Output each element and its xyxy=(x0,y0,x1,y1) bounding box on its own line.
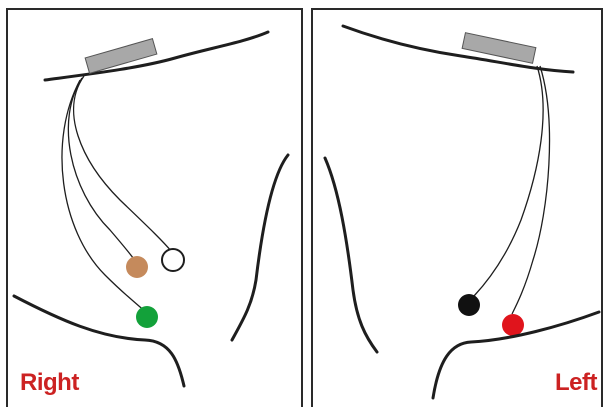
label-left: Left xyxy=(555,369,597,397)
right-shoulder-line xyxy=(45,32,268,80)
label-right: Right xyxy=(20,369,79,397)
electrode-white xyxy=(162,249,184,271)
right-side-panel: Right xyxy=(0,0,303,407)
electrode-black xyxy=(458,294,480,316)
electrode-brown xyxy=(126,256,148,278)
left-shoulder-line xyxy=(343,26,573,72)
electrode-green xyxy=(136,306,158,328)
left-side-panel: Left xyxy=(311,0,603,407)
right-arm-contour xyxy=(232,155,288,340)
right-torso-drawing xyxy=(0,0,303,407)
electrode-red xyxy=(502,314,524,336)
left-torso-drawing xyxy=(311,0,603,407)
right-lead-wire-white xyxy=(74,76,172,252)
left-arm-contour xyxy=(325,158,377,352)
